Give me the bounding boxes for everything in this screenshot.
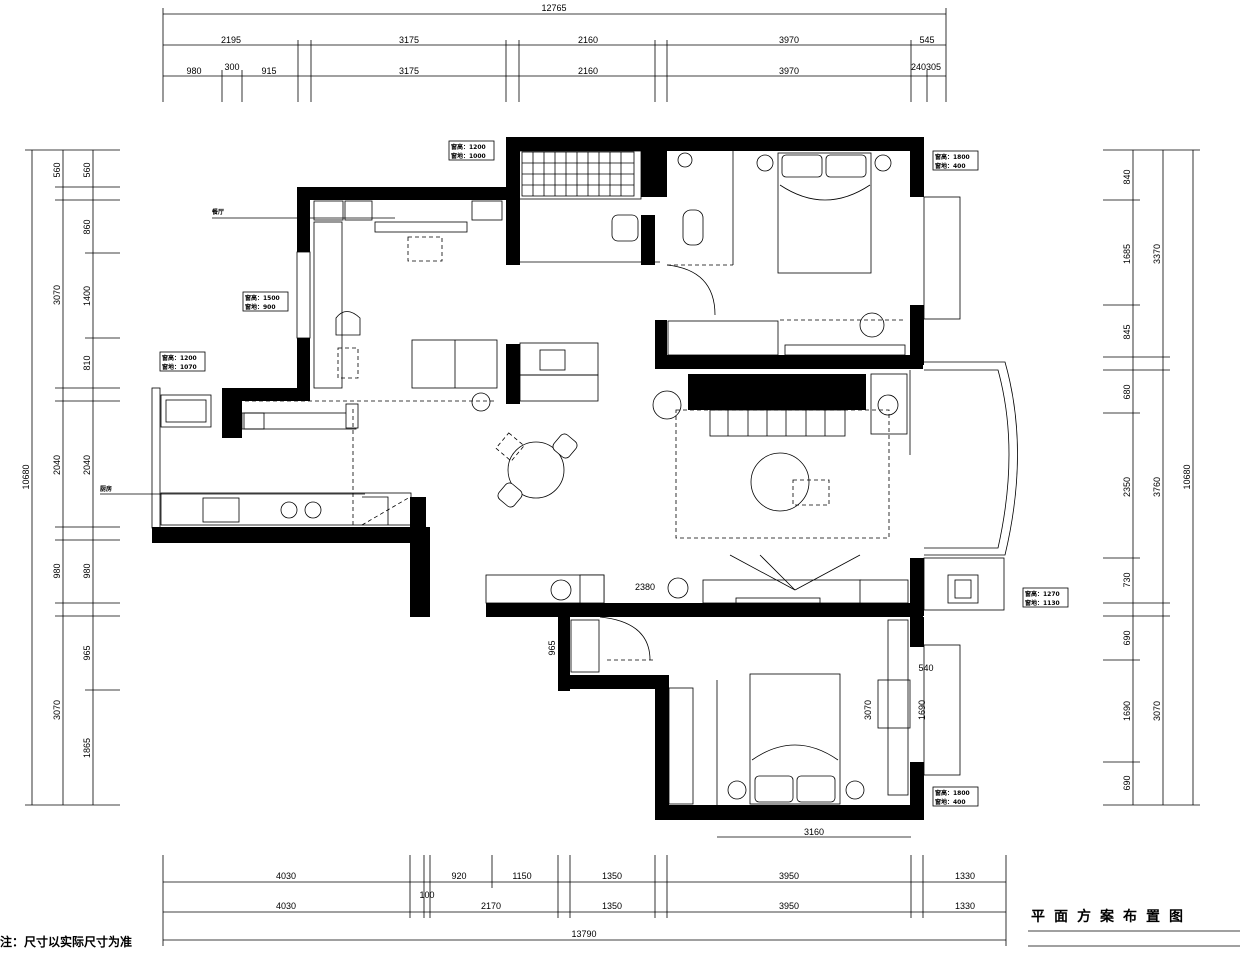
room-label-kitchen: 厨房 — [100, 485, 112, 493]
dim-top-r1-a: 2195 — [221, 35, 241, 45]
window-tag-1-line1: 窗高：1200 — [451, 143, 486, 151]
dim-top-r2-e: 2160 — [578, 66, 598, 76]
dim-bot-r1-c: 1150 — [512, 871, 531, 881]
walls — [152, 137, 924, 820]
dim-left-seg-c: 2040 — [52, 455, 62, 475]
dim-right-seg-a: 3370 — [1152, 244, 1162, 264]
dim-top-r1-e: 545 — [919, 35, 934, 45]
dim-left-seg-a: 560 — [52, 162, 62, 177]
second-bedroom — [570, 614, 911, 805]
window-outlines — [151, 150, 1018, 776]
dim-bot-total: 13790 — [571, 929, 596, 939]
dim-bot-r1-a: 4030 — [276, 871, 296, 881]
living-room — [652, 370, 911, 539]
dim-bot-r1-b: 920 — [451, 871, 466, 881]
dim-bot-r2-a: 4030 — [276, 901, 296, 911]
dim-right-in-d: 680 — [1122, 384, 1132, 399]
window-tag-2-line2: 窗地：900 — [245, 303, 276, 311]
interior-dimensions: 2380 965 540 1690 3070 3160 — [547, 582, 934, 838]
master-bed — [667, 152, 906, 356]
dim-left-in-h: 1865 — [82, 738, 92, 758]
room-label-dining: 餐厅 — [211, 208, 224, 216]
dim-top-r1-d: 3970 — [779, 35, 799, 45]
dim-right-seg-c: 3070 — [1152, 701, 1162, 721]
dim-left-in-e: 2040 — [82, 455, 92, 475]
balcony-sink — [947, 574, 979, 604]
dim-left-seg-d: 980 — [52, 563, 62, 578]
dim-right-in-c: 845 — [1122, 324, 1132, 339]
dim-top-r1-b: 3175 — [399, 35, 419, 45]
dim-bot-r2-e: 3950 — [779, 901, 799, 911]
dim-bot-r2-d: 1350 — [602, 901, 622, 911]
dim-bot-r2-c: 2170 — [481, 901, 501, 911]
drawing-title: 平面方案布置图 — [1031, 908, 1192, 925]
dim-top-r2-d: 3175 — [399, 66, 419, 76]
dim-left-in-a: 560 — [82, 162, 92, 177]
dim-right-in-h: 1690 — [1122, 701, 1132, 721]
right-dimension-chain: 840 1685 845 680 2350 730 690 1690 690 3… — [1103, 149, 1200, 806]
dim-left-seg-e: 3070 — [52, 700, 62, 720]
window-tag-6-line2: 窗地：400 — [935, 798, 966, 806]
dim-bot-r1-f: 1330 — [955, 871, 975, 881]
window-tags: 窗高：1200 窗地：1000 窗高：1500 窗地：900 窗高：1200 窗… — [159, 140, 1069, 807]
dim-top-r2-f: 3970 — [779, 66, 799, 76]
dim-interior-3160: 3160 — [804, 827, 824, 837]
dim-right-seg-b: 3760 — [1152, 477, 1162, 497]
dim-left-in-c: 1400 — [82, 286, 92, 306]
dim-interior-1690: 1690 — [917, 700, 927, 720]
dim-top-r2-a: 980 — [186, 66, 201, 76]
dim-right-in-f: 730 — [1122, 572, 1132, 587]
lower-cabinets — [485, 554, 909, 607]
dim-top-r2-b: 300 — [224, 62, 239, 72]
dim-right-total: 10680 — [1182, 464, 1192, 489]
dim-top-r2-g: 240305 — [911, 62, 941, 72]
dim-right-in-a: 840 — [1122, 169, 1132, 184]
dim-left-in-b: 860 — [82, 219, 92, 234]
dim-right-in-g: 690 — [1122, 630, 1132, 645]
dim-interior-540: 540 — [918, 663, 933, 673]
dim-interior-3070: 3070 — [863, 700, 873, 720]
room-labels: 餐厅 厨房 — [100, 208, 395, 495]
dim-left-in-f: 980 — [82, 563, 92, 578]
dim-top-r2-c: 915 — [261, 66, 276, 76]
dim-interior-965: 965 — [547, 640, 557, 655]
window-tag-4-line1: 窗高：1800 — [935, 153, 970, 161]
top-dimension-chain: 12765 2195 3175 2160 3970 545 980 300 91… — [162, 3, 947, 102]
drawing-note: 注：尺寸以实际尺寸为准 — [0, 934, 132, 949]
bottom-dimension-chain: 4030 920 1150 1350 3950 1330 4030 100 21… — [162, 855, 1007, 946]
window-tag-5-line1: 窗高：1270 — [1025, 590, 1060, 598]
dim-bot-r1-e: 3950 — [779, 871, 799, 881]
left-dimension-chain: 10680 560 3070 2040 980 3070 560 860 140… — [21, 149, 120, 806]
window-tag-6-line1: 窗高：1800 — [935, 789, 970, 797]
dim-top-r1-c: 2160 — [578, 35, 598, 45]
kitchen-fixtures — [160, 394, 412, 526]
dim-bot-r1-d: 1350 — [602, 871, 622, 881]
dim-right-in-e: 2350 — [1122, 477, 1132, 497]
window-tag-2-line1: 窗高：1500 — [245, 294, 280, 302]
dim-left-in-d: 810 — [82, 355, 92, 370]
window-tag-4-line2: 窗地：400 — [935, 162, 966, 170]
dim-right-in-i: 690 — [1122, 775, 1132, 790]
round-table — [471, 392, 578, 508]
dining-area — [245, 200, 599, 402]
dim-right-in-b: 1685 — [1122, 244, 1132, 264]
dim-left-seg-b: 3070 — [52, 285, 62, 305]
window-tag-5-line2: 窗地：1130 — [1025, 599, 1060, 607]
dim-interior-2380: 2380 — [635, 582, 655, 592]
dim-left-total: 10680 — [21, 464, 31, 489]
window-tag-1-line2: 窗地：1000 — [451, 152, 486, 160]
master-bathroom — [666, 151, 734, 316]
window-tag-3-line1: 窗高：1200 — [162, 354, 197, 362]
bathroom-tile-grid — [521, 151, 639, 242]
dim-bot-r2-b: 100 — [419, 890, 434, 900]
dim-top-total: 12765 — [541, 3, 566, 13]
dim-left-in-g: 965 — [82, 645, 92, 660]
dim-bot-r2-f: 1330 — [955, 901, 975, 911]
window-tag-3-line2: 窗地：1070 — [162, 363, 197, 371]
